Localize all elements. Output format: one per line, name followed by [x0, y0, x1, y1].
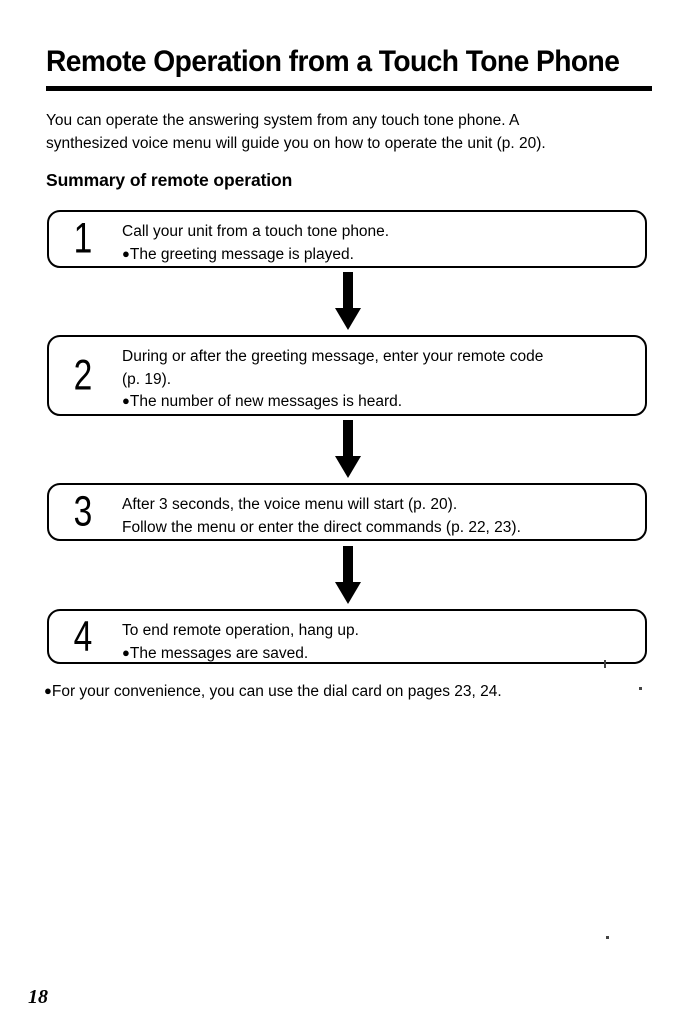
step-body-2: During or after the greeting message, en…	[122, 337, 645, 423]
arrow-shaft	[343, 546, 353, 582]
page-title: Remote Operation from a Touch Tone Phone	[46, 45, 620, 78]
step-4-line-1: To end remote operation, hang up.	[122, 622, 359, 639]
intro-paragraph: You can operate the answering system fro…	[46, 109, 646, 155]
flow-arrow-down-2	[335, 420, 361, 478]
step-4-line-2-text: The messages are saved.	[129, 644, 309, 662]
flow-arrow-down-1	[335, 272, 361, 330]
step-box-2: 2 During or after the greeting message, …	[47, 335, 647, 416]
intro-line-2: synthesized voice menu will guide you on…	[46, 135, 546, 152]
bullet-icon: ●	[122, 644, 130, 660]
step-box-4: 4 To end remote operation, hang up. ●The…	[47, 609, 647, 664]
intro-line-1: You can operate the answering system fro…	[46, 112, 520, 129]
step-2-line-3-text: The number of new messages is heard.	[129, 393, 403, 410]
step-body-1: Call your unit from a touch tone phone. …	[122, 212, 645, 275]
arrow-head-icon	[335, 308, 361, 330]
step-box-1: 1 Call your unit from a touch tone phone…	[47, 210, 647, 268]
page-number: 18	[28, 986, 48, 1008]
step-number-4: 4	[73, 612, 93, 660]
step-4-line-2: ●The messages are saved.	[122, 643, 635, 666]
step-3-line-1: After 3 seconds, the voice menu will sta…	[122, 496, 458, 513]
arrow-head-icon	[335, 456, 361, 478]
flow-arrow-down-3	[335, 546, 361, 604]
step-1-line-2-text: The greeting message is played.	[129, 245, 354, 263]
bullet-icon: ●	[44, 683, 52, 698]
step-1-line-2: ●The greeting message is played.	[122, 244, 635, 267]
footer-note-text: For your convenience, you can use the di…	[51, 683, 502, 700]
step-1-line-1: Call your unit from a touch tone phone.	[122, 223, 390, 240]
title-underline-rule	[46, 86, 652, 91]
scan-artifact	[639, 687, 642, 690]
arrow-shaft	[343, 420, 353, 456]
step-number-2: 2	[73, 351, 93, 399]
arrow-head-icon	[335, 582, 361, 604]
step-number-1: 1	[73, 214, 93, 263]
step-body-3: After 3 seconds, the voice menu will sta…	[122, 485, 645, 548]
step-box-3: 3 After 3 seconds, the voice menu will s…	[47, 483, 647, 541]
step-2-line-1: During or after the greeting message, en…	[122, 348, 544, 365]
bullet-icon: ●	[122, 245, 130, 261]
step-2-line-2: (p. 19).	[122, 370, 172, 388]
step-3-line-2: Follow the menu or enter the direct comm…	[122, 518, 521, 536]
scan-artifact	[606, 936, 609, 939]
footer-note: ●For your convenience, you can use the d…	[44, 681, 502, 703]
step-number-3: 3	[73, 487, 93, 536]
arrow-shaft	[343, 272, 353, 308]
step-body-4: To end remote operation, hang up. ●The m…	[122, 611, 645, 674]
scan-artifact	[604, 660, 606, 668]
step-2-line-3: ●The number of new messages is heard.	[122, 391, 635, 414]
section-subheading: Summary of remote operation	[46, 170, 293, 190]
bullet-icon: ●	[122, 393, 130, 408]
